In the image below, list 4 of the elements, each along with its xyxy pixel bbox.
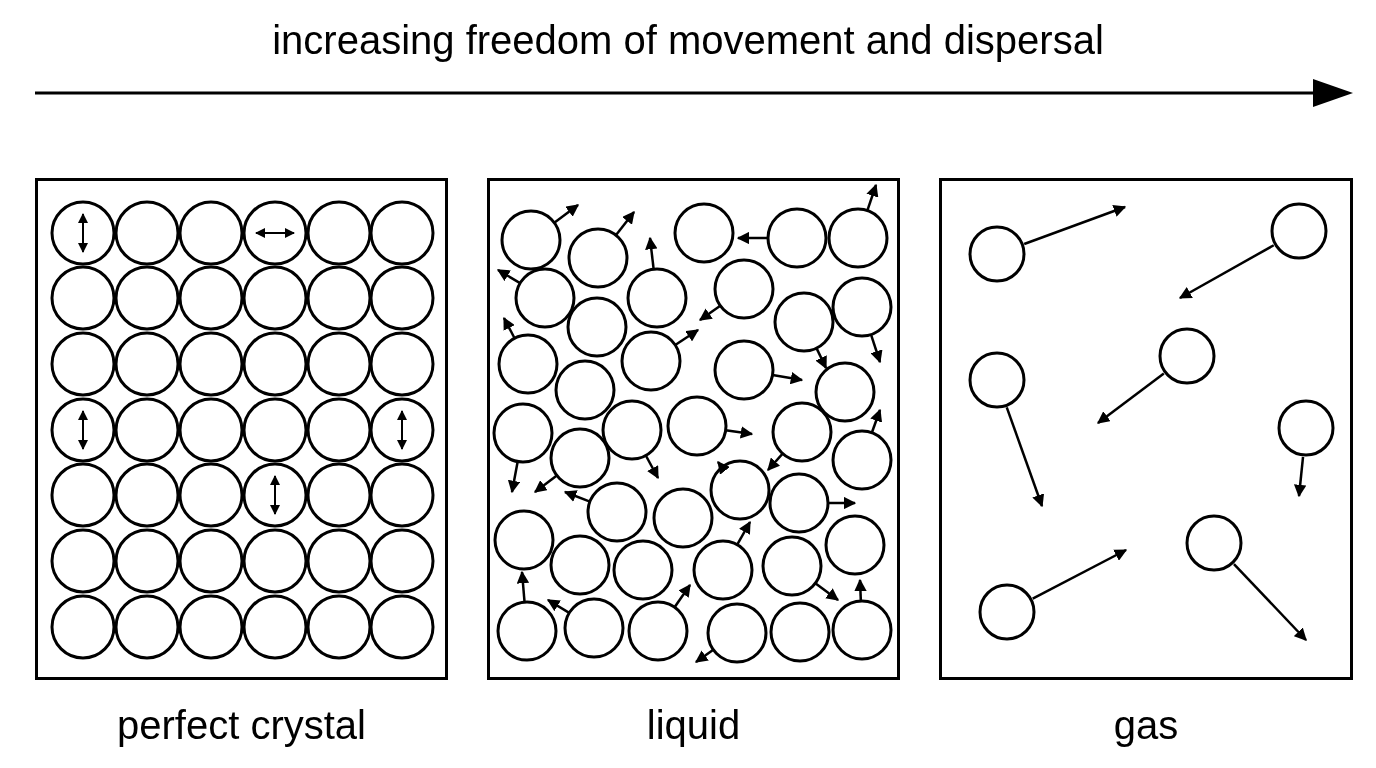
panel-label: gas xyxy=(1112,705,1180,745)
panel-label: liquid xyxy=(645,705,742,745)
panel-label: perfect crystal xyxy=(116,705,367,745)
title: increasing freedom of movement and dispersal xyxy=(271,20,1105,60)
